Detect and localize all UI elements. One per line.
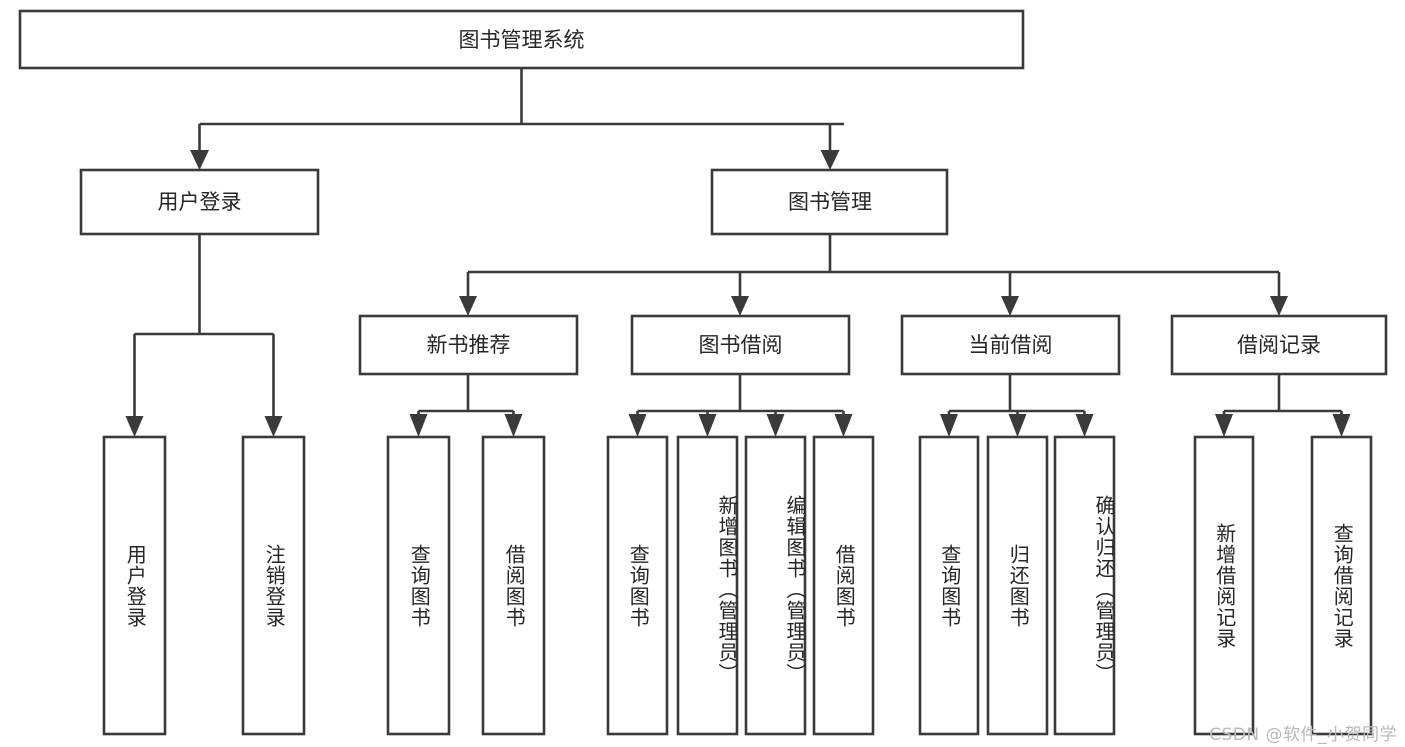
arrowhead-leaf-user-login — [125, 416, 144, 437]
node-leaf-add-record-box[interactable] — [1193, 435, 1255, 736]
node-book-manage-box[interactable] — [710, 168, 949, 236]
node-leaf-borrow-book-1-box[interactable] — [481, 435, 546, 736]
node-root-label: 图书管理系统 — [459, 28, 585, 52]
node-book-manage[interactable]: 图书管理 — [710, 168, 949, 236]
node-leaf-query-book-1-box[interactable] — [386, 435, 451, 736]
arrowhead-leaf-borrow-book-1 — [504, 414, 523, 437]
node-user-login-label: 用户登录 — [158, 190, 242, 214]
node-book-borrow[interactable]: 图书借阅 — [630, 314, 851, 376]
node-current-borrow-box[interactable] — [900, 314, 1121, 376]
arrowhead-leaf-confirm-return — [1075, 414, 1094, 437]
node-leaf-query-record-box[interactable] — [1310, 435, 1373, 736]
node-current-borrow-label: 当前借阅 — [969, 333, 1053, 357]
arrowhead-leaf-add-record — [1215, 414, 1233, 437]
arrowhead-current-borrow — [1001, 296, 1019, 316]
node-leaf-query-book-3-box[interactable] — [918, 435, 980, 736]
arrowhead-leaf-query-record — [1332, 414, 1351, 437]
arrowhead-borrow-record — [1270, 296, 1288, 316]
node-leaf-borrow-book-2-box[interactable] — [812, 435, 875, 736]
node-user-login-box[interactable] — [79, 168, 320, 236]
node-new-book-rec[interactable]: 新书推荐 — [358, 314, 579, 376]
arrowhead-leaf-borrow-book-2 — [834, 414, 853, 437]
csdn-watermark: CSDN @软件_小贺同学 — [1209, 725, 1397, 745]
node-leaf-add-book-box[interactable] — [676, 435, 739, 736]
arrowhead-new-book-rec — [459, 296, 477, 316]
arrowhead-book-manage — [820, 150, 840, 170]
arrowhead-user-login — [190, 150, 209, 170]
node-book-manage-label: 图书管理 — [788, 190, 872, 214]
node-borrow-record-box[interactable] — [1170, 314, 1388, 376]
node-leaf-return-book-box[interactable] — [986, 435, 1049, 736]
node-new-book-rec-box[interactable] — [358, 314, 579, 376]
node-book-borrow-label: 图书借阅 — [699, 333, 783, 357]
arrowhead-leaf-return-book — [1008, 414, 1027, 437]
node-user-login[interactable]: 用户登录 — [79, 168, 320, 236]
arrowhead-leaf-query-book-1 — [409, 414, 428, 437]
arrowhead-leaf-query-book-3 — [940, 414, 958, 437]
node-leaf-edit-book-box[interactable] — [744, 435, 807, 736]
node-root-box[interactable] — [18, 9, 1025, 70]
node-leaf-user-login-box[interactable] — [102, 435, 167, 736]
node-leaf-confirm-return-box[interactable] — [1053, 435, 1116, 736]
node-new-book-rec-label: 新书推荐 — [427, 333, 511, 357]
node-book-borrow-box[interactable] — [630, 314, 851, 376]
node-current-borrow[interactable]: 当前借阅 — [900, 314, 1121, 376]
node-borrow-record[interactable]: 借阅记录 — [1170, 314, 1388, 376]
arrowhead-leaf-logout — [264, 416, 283, 437]
node-leaf-query-book-2-box[interactable] — [606, 435, 669, 736]
node-leaf-logout-box[interactable] — [241, 435, 306, 736]
node-borrow-record-label: 借阅记录 — [1237, 333, 1321, 357]
connectors — [125, 68, 1351, 437]
node-root[interactable]: 图书管理系统 — [18, 9, 1025, 70]
arrowhead-leaf-query-book-2 — [628, 414, 647, 437]
arrowhead-leaf-edit-book — [766, 414, 785, 437]
arrowhead-book-borrow — [731, 296, 749, 316]
arrowhead-leaf-add-book — [698, 414, 717, 437]
leaf-boxes — [102, 435, 1373, 736]
